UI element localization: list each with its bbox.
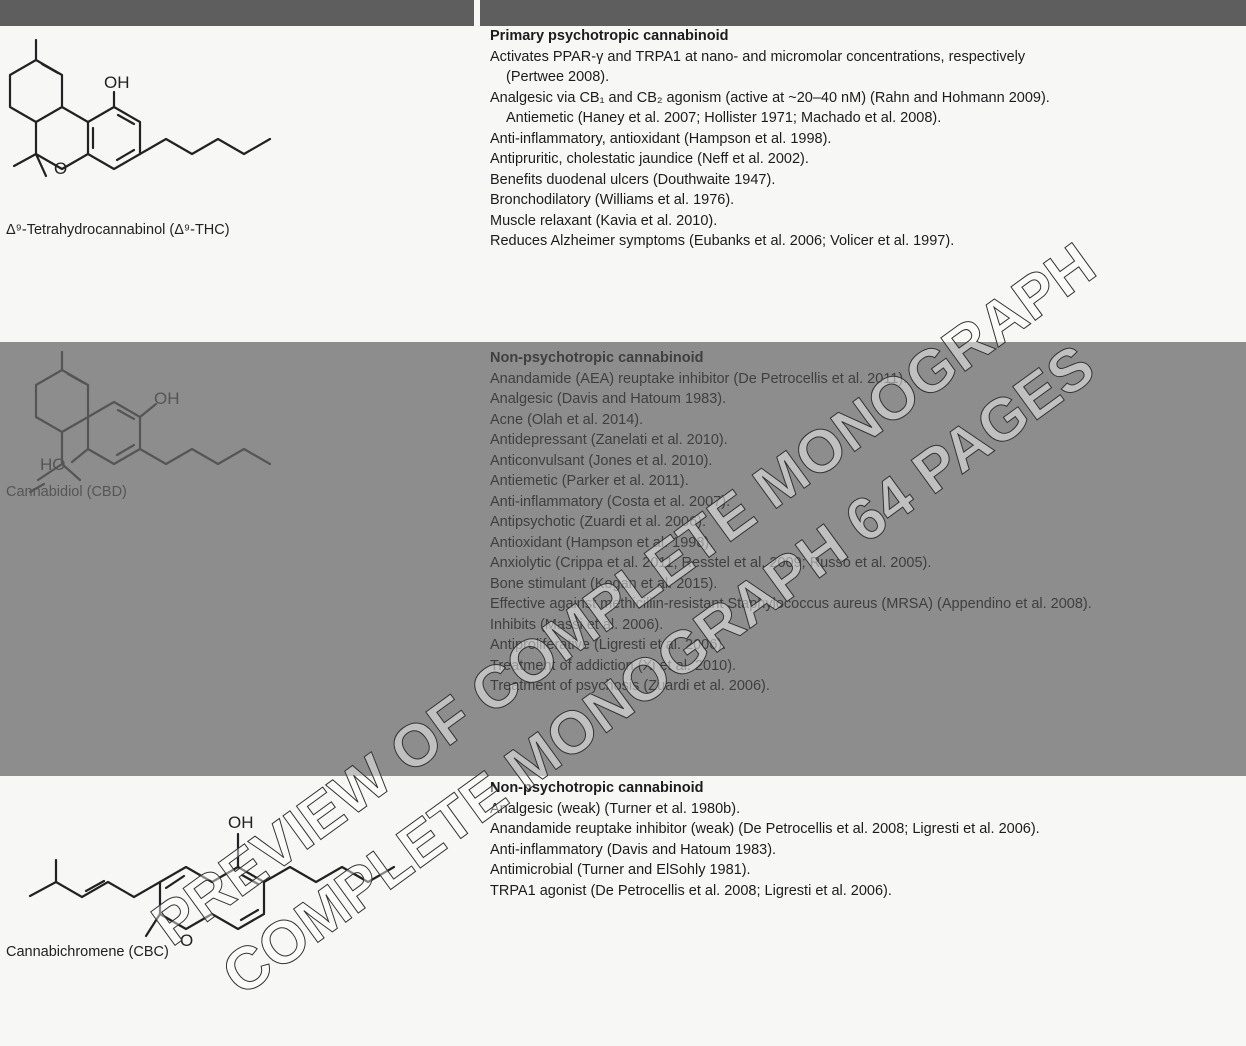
effect-item: Anandamide (AEA) reuptake inhibitor (De … [490, 370, 908, 387]
structure-label-cbc: Cannabichromene (CBC) [6, 944, 169, 960]
effect-item: Antiproliferative (Ligresti et al. 2006)… [490, 637, 727, 653]
effect-item: Anticonvulsant (Jones et al. 2010). [490, 452, 713, 469]
effect-item: Antipruritic, cholestatic jaundice (Neff… [490, 151, 809, 167]
effect-item: Bronchodilatory (Williams et al. 1976). [490, 192, 735, 208]
effect-item: Inhibits (Massi et al. 2006). [490, 616, 664, 633]
effect-item: Anandamide reuptake inhibitor (weak) (De… [490, 821, 1040, 837]
effect-item: Antidepressant (Zanelati et al. 2010). [490, 432, 728, 448]
structure-label-cbd: Cannabidiol (CBD) [6, 484, 127, 500]
cbd-ho-atom: HO [40, 455, 66, 474]
effect-item: Treatment of psychosis (Zuardi et al. 20… [490, 678, 770, 694]
table-header-right [480, 0, 1246, 26]
category-label: Non-psychotropic cannabinoid [490, 350, 704, 366]
effect-item: Antipsychotic (Zuardi et al. 2006). [490, 514, 706, 530]
effect-item: Benefits duodenal ulcers (Douthwaite 194… [490, 171, 776, 188]
category-label: Primary psychotropic cannabinoid [490, 28, 729, 44]
cbc-oh-atom: OH [228, 813, 254, 832]
effect-item: Muscle relaxant (Kavia et al. 2010). [490, 212, 718, 229]
effect-item: Antiemetic (Haney et al. 2007; Hollister… [506, 110, 942, 126]
effect-item: Anxiolytic (Crippa et al. 2011; Resstel … [490, 555, 932, 571]
effect-item: Anti-inflammatory, antioxidant (Hampson … [490, 130, 832, 147]
structure-label-thc: Δ⁹-Tetrahydrocannabinol (Δ⁹-THC) [6, 222, 230, 238]
effects-cell-thc: Primary psychotropic cannabinoid Activat… [490, 26, 1242, 252]
thc-o-atom: O [54, 159, 67, 178]
structure-cell-cbd: OH HO Cannabidiol (CBD) [0, 342, 480, 776]
effect-item: Treatment of addiction (Xi et al. 2010). [490, 657, 737, 674]
effects-cell-cbd: Non-psychotropic cannabinoid Anandamide … [490, 348, 1242, 697]
cbd-structure-drawing: OH HO [28, 350, 272, 494]
effect-item: Bone stimulant (Kogan et al. 2015). [490, 575, 718, 592]
structure-cell-thc: OH O Δ⁹-Tetrahydrocannabinol (Δ⁹-THC) [0, 26, 480, 342]
table-header-left [0, 0, 474, 26]
effect-item: Effective against methicillin-resistant … [490, 596, 1092, 612]
effect-item: Activates PPAR-γ and TRPA1 at nano- and … [490, 48, 1026, 65]
effect-item-continuation: (Pertwee 2008). [506, 69, 610, 85]
effect-item: TRPA1 agonist (De Petrocellis et al. 200… [490, 882, 892, 899]
cbd-oh-atom: OH [154, 389, 180, 408]
table-row-cbc: OH O Cannabichromene (CBC) Non-psychotro… [0, 776, 1246, 1046]
cbc-o-atom: O [180, 931, 193, 950]
effect-item: Analgesic (Davis and Hatoum 1983). [490, 391, 727, 407]
effect-item: Anti-inflammatory (Costa et al. 2007). [490, 493, 731, 510]
effect-item: Anti-inflammatory (Davis and Hatoum 1983… [490, 841, 777, 858]
effect-item: Analgesic (weak) (Turner et al. 1980b). [490, 800, 741, 817]
effect-item: Analgesic via CB₁ and CB₂ agonism (activ… [490, 89, 1050, 106]
effect-item: Antioxidant (Hampson et al. 1998). [490, 534, 714, 551]
effect-item: Acne (Olah et al. 2014). [490, 411, 644, 428]
thc-structure-drawing: OH O [8, 38, 272, 178]
category-label: Non-psychotropic cannabinoid [490, 780, 704, 796]
thc-oh-atom: OH [104, 73, 130, 92]
table-row-thc: OH O Δ⁹-Tetrahydrocannabinol (Δ⁹-THC) Pr… [0, 26, 1246, 342]
cbc-structure-drawing: OH O [28, 813, 396, 950]
table-row-cbd: OH HO Cannabidiol (CBD) Non-psychotropic… [0, 342, 1246, 776]
effect-item: Antiemetic (Parker et al. 2011). [490, 473, 689, 489]
effects-cell-cbc: Non-psychotropic cannabinoid Analgesic (… [490, 778, 1242, 901]
effect-item: Reduces Alzheimer symptoms (Eubanks et a… [490, 233, 955, 249]
structure-cell-cbc: OH O Cannabichromene (CBC) [0, 776, 480, 1046]
effect-item: Antimicrobial (Turner and ElSohly 1981). [490, 862, 751, 878]
